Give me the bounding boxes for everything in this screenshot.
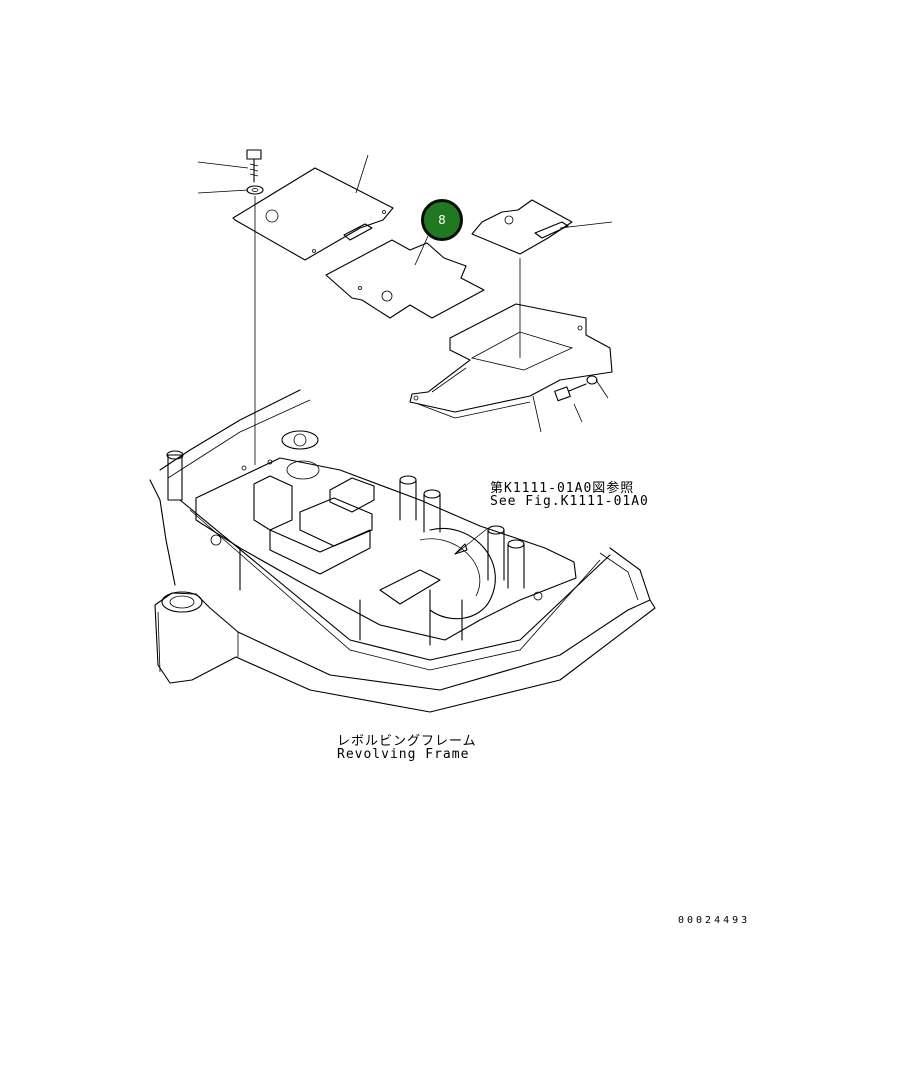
cover-plate-upper-right — [471, 199, 573, 255]
reference-label-jp: 第K1111-01A0図参照 — [490, 481, 635, 496]
bolt-icon — [246, 149, 262, 183]
bracket-leader — [431, 367, 467, 393]
washer-icon — [246, 185, 264, 195]
bolt-icon — [554, 383, 587, 402]
cover-plate-middle — [325, 239, 485, 319]
cover-plate-upper-left — [232, 167, 394, 261]
frame-label-jp: レボルビングフレーム — [337, 734, 477, 749]
revolving-frame — [149, 389, 656, 713]
frame-label-en: Revolving Frame — [337, 747, 470, 762]
washer-icon — [586, 375, 598, 385]
bracket-plate — [409, 303, 613, 419]
leader-lines — [197, 154, 613, 433]
drawing-number: 00024493 — [678, 915, 751, 926]
part-callout-8[interactable]: 8 — [421, 199, 463, 241]
reference-label-en: See Fig.K1111-01A0 — [490, 494, 649, 509]
